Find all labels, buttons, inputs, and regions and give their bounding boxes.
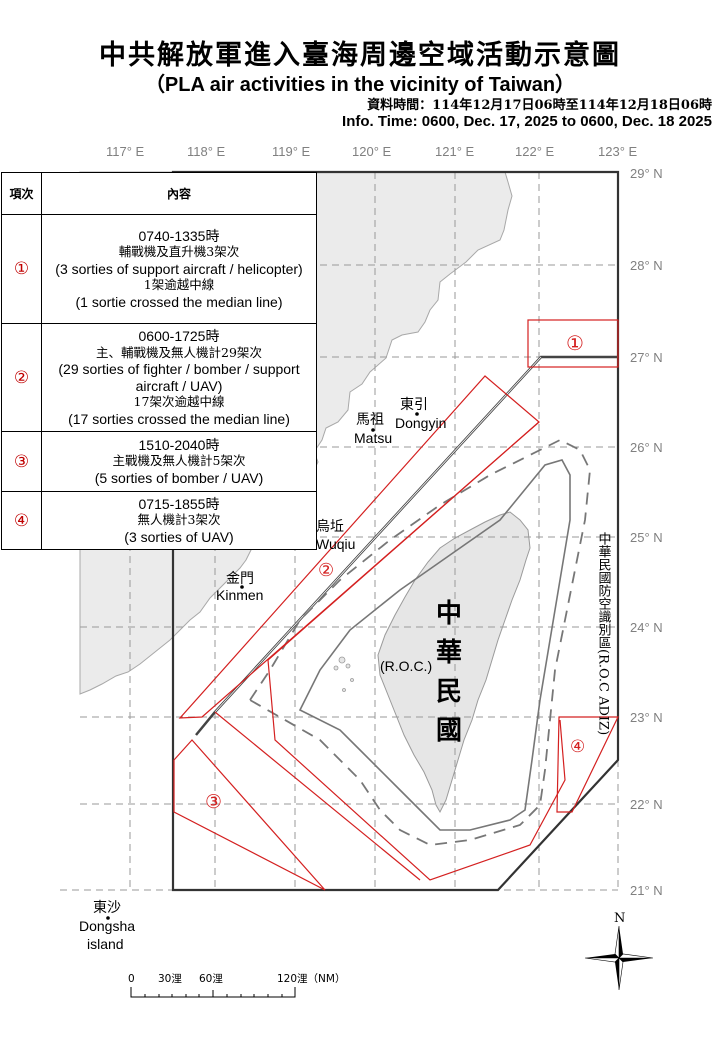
legend-row-1: ① 0740-1335時 輔戰機及直升機3架次 (3 sorties of su… xyxy=(1,214,317,324)
place-wuqiu: 烏坵 Wuqiu xyxy=(316,518,355,552)
svg-text:123° E: 123° E xyxy=(598,144,638,159)
page-title-en: （PLA air activities in the vicinity of T… xyxy=(144,74,576,96)
svg-text:21° N: 21° N xyxy=(630,883,663,898)
legend-desc-en: (29 sorties of fighter / bomber / suppor… xyxy=(58,361,300,394)
legend-desc-en: (5 sorties of bomber / UAV) xyxy=(94,469,264,486)
svg-text:Kinmen: Kinmen xyxy=(216,587,263,603)
taiwan-island xyxy=(377,511,531,814)
legend-desc-zh: 主戰機及無人機計5架次 xyxy=(112,453,246,469)
legend-header-item: 項次 xyxy=(1,172,42,215)
legend-time: 1510-2040時 xyxy=(138,436,220,453)
legend-desc-en: (3 sorties of UAV) xyxy=(124,528,234,545)
legend-time: 0600-1725時 xyxy=(138,328,220,344)
svg-text:東引: 東引 xyxy=(400,397,428,413)
legend-num-3: ③ xyxy=(1,431,42,492)
legend-desc-en: (3 sorties of support aircraft / helicop… xyxy=(55,260,303,277)
legend-header-content: 內容 xyxy=(41,172,317,215)
legend-content-1: 0740-1335時 輔戰機及直升機3架次 (3 sorties of supp… xyxy=(41,214,317,324)
svg-text:25° N: 25° N xyxy=(630,530,663,545)
svg-text:120浬（NM）: 120浬（NM） xyxy=(277,972,345,985)
zone-2-label: ② xyxy=(318,560,334,581)
svg-text:烏坵: 烏坵 xyxy=(316,518,344,535)
legend-content-2: 0600-1725時 主、輔戰機及無人機計29架次 (29 sorties of… xyxy=(41,323,317,432)
place-kinmen: 金門 Kinmen xyxy=(216,571,263,603)
latitude-labels: 29° N 28° N 27° N 26° N 25° N 24° N 23° … xyxy=(630,166,663,898)
svg-text:(R.O.C.): (R.O.C.) xyxy=(380,658,432,674)
legend-row-4: ④ 0715-1855時 無人機計3架次 (3 sorties of UAV) xyxy=(1,491,317,550)
legend-content-4: 0715-1855時 無人機計3架次 (3 sorties of UAV) xyxy=(41,491,317,550)
scale-bar: 0 30浬 60浬 120浬（NM） xyxy=(128,972,345,998)
legend-desc-zh: 輔戰機及直升機3架次 xyxy=(118,244,240,260)
zone-4-area xyxy=(556,716,619,813)
svg-text:27° N: 27° N xyxy=(630,350,663,365)
legend-desc-zh: 無人機計3架次 xyxy=(137,512,221,528)
legend-median-en: (17 sorties crossed the median line) xyxy=(68,410,290,427)
legend-median-zh: 1架逾越中線 xyxy=(143,277,215,293)
svg-text:26° N: 26° N xyxy=(630,440,663,455)
svg-text:Dongyin: Dongyin xyxy=(395,415,446,431)
svg-text:金門: 金門 xyxy=(226,571,254,587)
svg-text:119° E: 119° E xyxy=(272,144,311,159)
zone-4-label: ④ xyxy=(570,737,585,757)
svg-text:Matsu: Matsu xyxy=(354,430,392,446)
svg-text:60浬: 60浬 xyxy=(199,972,223,985)
svg-text:118° E: 118° E xyxy=(187,144,226,159)
svg-text:29° N: 29° N xyxy=(630,166,663,181)
zone-1-label: ① xyxy=(566,331,584,355)
svg-text:華: 華 xyxy=(436,638,462,668)
place-dongyin: 東引 Dongyin xyxy=(395,397,446,431)
svg-text:民: 民 xyxy=(436,677,462,707)
svg-text:121° E: 121° E xyxy=(435,144,475,159)
page-title-zh: 中共解放軍進入臺海周邊空域活動示意圖 xyxy=(99,40,621,71)
legend-header-row: 項次 內容 xyxy=(1,172,317,215)
svg-text:國: 國 xyxy=(436,716,462,746)
adiz-label: 中華民國防空識別區(R.O.C ADIZ) xyxy=(596,532,612,735)
svg-text:N: N xyxy=(614,911,625,926)
place-roc: (R.O.C.) 中 華 民 國 xyxy=(380,599,462,746)
svg-text:0: 0 xyxy=(128,973,135,985)
svg-text:22° N: 22° N xyxy=(630,797,663,812)
legend-num-2: ② xyxy=(1,323,42,432)
adiz-boundary xyxy=(171,170,620,892)
legend-table: 項次 內容 ① 0740-1335時 輔戰機及直升機3架次 (3 sorties… xyxy=(1,172,317,550)
svg-text:23° N: 23° N xyxy=(630,710,663,725)
contiguous-zone-line xyxy=(248,438,591,846)
svg-text:中: 中 xyxy=(436,599,462,629)
info-time-en: Info. Time: 0600, Dec. 17, 2025 to 0600,… xyxy=(342,113,712,130)
penghu-islands xyxy=(333,656,354,692)
legend-row-2: ② 0600-1725時 主、輔戰機及無人機計29架次 (29 sorties … xyxy=(1,323,317,432)
svg-text:Dongsha: Dongsha xyxy=(79,918,135,934)
svg-text:30浬: 30浬 xyxy=(158,972,182,985)
territorial-line xyxy=(298,459,571,831)
zone-1-area xyxy=(527,319,619,368)
svg-text:東沙: 東沙 xyxy=(93,900,121,916)
svg-text:Wuqiu: Wuqiu xyxy=(316,536,355,552)
svg-text:120° E: 120° E xyxy=(352,144,392,159)
zone-3-label: ③ xyxy=(205,791,222,813)
svg-text:117° E: 117° E xyxy=(106,144,145,159)
legend-time: 0740-1335時 xyxy=(138,227,220,244)
zone-3-area xyxy=(173,739,326,891)
compass-rose-icon: N xyxy=(584,911,654,991)
svg-text:馬祖: 馬祖 xyxy=(356,412,384,428)
svg-text:122° E: 122° E xyxy=(515,144,555,159)
longitude-labels: 117° E 118° E 119° E 120° E 121° E 122° … xyxy=(106,144,638,159)
legend-median-en: (1 sortie crossed the median line) xyxy=(75,293,283,310)
place-matsu: 馬祖 Matsu xyxy=(354,412,392,446)
legend-desc-zh: 主、輔戰機及無人機計29架次 xyxy=(96,344,262,360)
legend-num-4: ④ xyxy=(1,491,42,550)
svg-text:24° N: 24° N xyxy=(630,620,663,635)
svg-text:28° N: 28° N xyxy=(630,258,663,273)
zone-2-area xyxy=(178,375,540,719)
info-time-zh: 資料時間：114年12月17日06時至114年12月18日06時 xyxy=(367,98,712,113)
legend-content-3: 1510-2040時 主戰機及無人機計5架次 (5 sorties of bom… xyxy=(41,431,317,492)
svg-text:island: island xyxy=(87,936,124,952)
place-dongsha: 東沙 Dongsha island xyxy=(79,900,135,952)
legend-time: 0715-1855時 xyxy=(138,495,220,512)
legend-row-3: ③ 1510-2040時 主戰機及無人機計5架次 (5 sorties of b… xyxy=(1,431,317,492)
legend-median-zh: 17架次逾越中線 xyxy=(133,394,225,409)
legend-num-1: ① xyxy=(1,214,42,324)
